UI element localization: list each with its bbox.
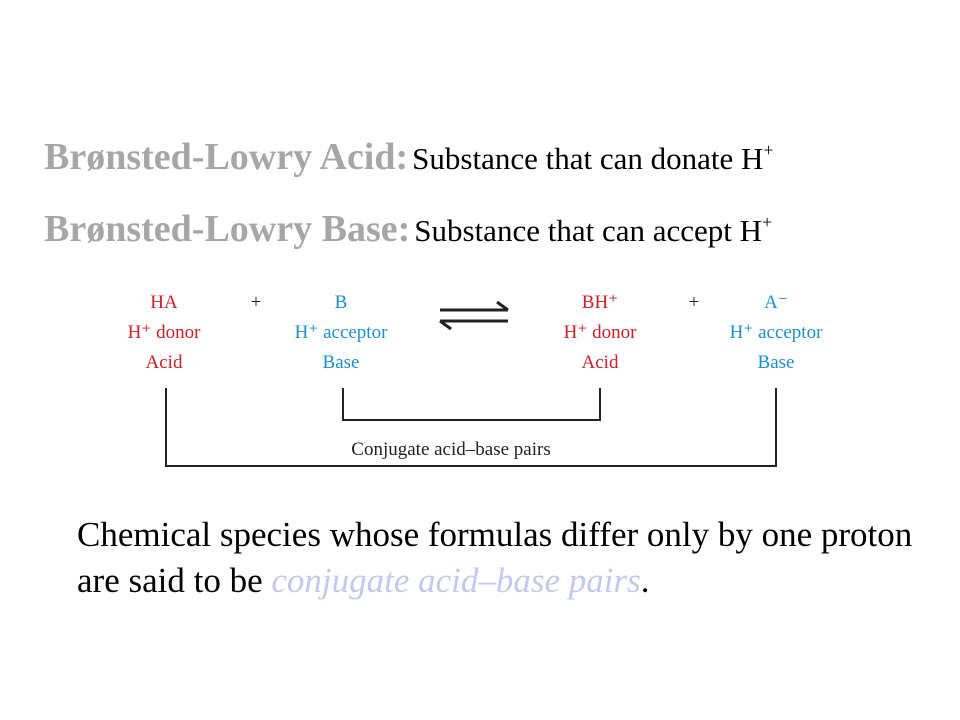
base-term: Brønsted-Lowry Base: — [44, 208, 411, 250]
species-ha-role: H⁺ donor — [128, 322, 202, 343]
species-a-role: H⁺ acceptor — [730, 322, 824, 343]
species-ha-type: Acid — [146, 352, 183, 373]
plus-sign-right: + — [689, 292, 700, 313]
explanation-highlight: conjugate acid–base pairs — [271, 561, 641, 600]
label-background — [300, 434, 605, 460]
species-ha-formula: HA — [150, 292, 178, 313]
base-definition: Brønsted-Lowry Base: Substance that can … — [44, 207, 772, 251]
acid-term: Brønsted-Lowry Acid: — [44, 136, 409, 178]
species-b-type: Base — [323, 352, 360, 373]
acid-description-sup: + — [763, 139, 774, 160]
base-description-sup: + — [762, 211, 773, 232]
explanation-paragraph: Chemical species whose formulas differ o… — [77, 512, 917, 604]
species-b-role: H⁺ acceptor — [295, 322, 389, 343]
species-bh-formula: BH⁺ — [582, 292, 618, 313]
species-a-formula: A⁻ — [764, 292, 788, 313]
acid-definition: Brønsted-Lowry Acid: Substance that can … — [44, 135, 774, 179]
equilibrium-arrow-icon — [439, 300, 509, 331]
conjugate-pairs-label: Conjugate acid–base pairs — [351, 439, 550, 460]
acid-description-text: Substance that can donate H — [412, 141, 764, 176]
outer-pair-bracket — [165, 388, 777, 467]
base-description: Substance that can accept H+ — [414, 211, 773, 248]
explanation-text: Chemical species whose formulas differ o… — [77, 515, 913, 600]
species-a-type: Base — [758, 352, 795, 373]
inner-pair-bracket — [342, 388, 601, 421]
acid-description: Substance that can donate H+ — [412, 139, 774, 176]
species-bh-type: Acid — [582, 352, 619, 373]
species-b-formula: B — [335, 292, 348, 313]
explanation-period: . — [640, 561, 650, 600]
species-bh-role: H⁺ donor — [564, 322, 638, 343]
base-description-text: Substance that can accept H — [414, 213, 763, 248]
plus-sign-left: + — [251, 292, 262, 313]
